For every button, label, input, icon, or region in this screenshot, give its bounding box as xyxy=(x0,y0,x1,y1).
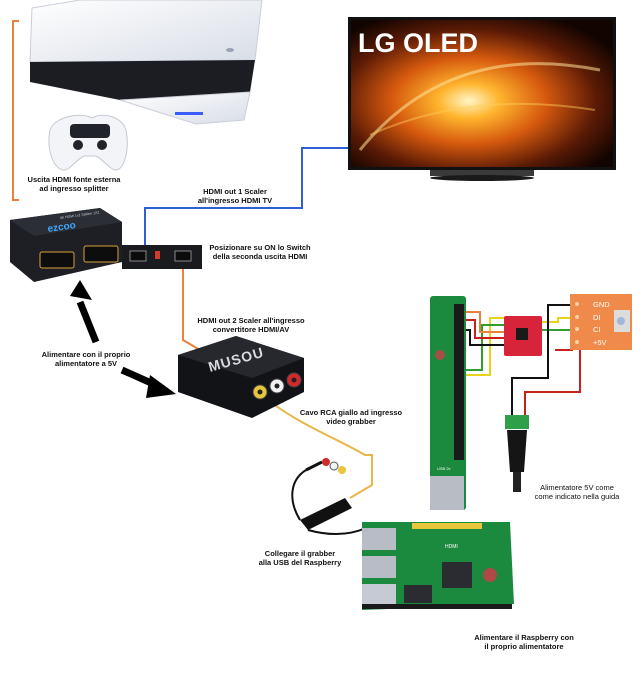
level-shifter xyxy=(504,316,542,356)
data-wire-yellow xyxy=(460,317,505,376)
arrow-to-splitter xyxy=(70,280,100,344)
tv-brand-text: LG OLED xyxy=(358,28,478,58)
lg-oled-tv xyxy=(348,17,616,181)
hdmi-converter-wire xyxy=(182,262,201,351)
orange-wire-pi xyxy=(460,311,505,333)
power-supply-jack xyxy=(505,415,529,492)
gnd-wire-led xyxy=(547,304,575,345)
raspberry-pi-board xyxy=(362,522,514,610)
data-wire-yellow-led xyxy=(540,317,575,323)
led-module xyxy=(570,294,632,350)
splitter-model: 4K HDMI 1x2 Splitter 1X2 xyxy=(60,210,100,220)
dualsense-controller xyxy=(48,114,128,171)
pi-usb-label: USB 2x xyxy=(437,466,451,471)
video-grabber xyxy=(291,458,367,535)
data-wire-green xyxy=(460,324,505,371)
led-pin-ci: CI xyxy=(593,325,601,334)
psu-power-wire xyxy=(524,342,581,415)
led-pin-di: DI xyxy=(593,313,601,322)
hdmi-av-converter xyxy=(178,336,304,418)
led-pin-gnd: GND xyxy=(593,300,610,309)
psu-ground-wire xyxy=(511,345,549,415)
hdmi-source-wire xyxy=(12,20,19,201)
hdmi-splitter xyxy=(10,208,122,282)
pi-gpio-header xyxy=(430,296,466,510)
ps5-console xyxy=(29,0,263,125)
splitter-brand: ezcoo xyxy=(47,220,77,235)
pi-hdmi-port-label: HDMI xyxy=(445,544,458,550)
rca-yellow-wire xyxy=(267,399,373,499)
arrow-to-converter xyxy=(120,366,176,398)
data-wire-red-pi xyxy=(460,319,505,339)
led-pin-5v: +5V xyxy=(593,338,607,347)
splitter-back-panel xyxy=(122,245,202,269)
